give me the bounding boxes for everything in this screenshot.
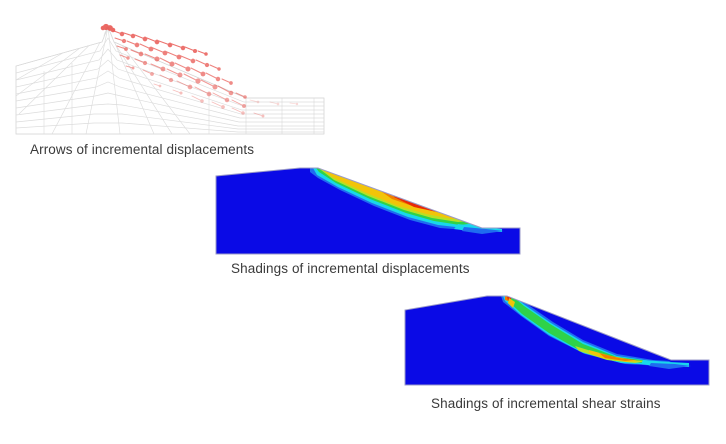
caption-shadings-incremental-shear-strains: Shadings of incremental shear strains bbox=[431, 396, 661, 411]
caption-arrows-incremental-displacements: Arrows of incremental displacements bbox=[30, 142, 255, 157]
shear-strain-contour-svg bbox=[404, 295, 710, 386]
displacement-contour-svg bbox=[215, 167, 521, 255]
caption-shadings-incremental-displacements: Shadings of incremental displacements bbox=[231, 261, 470, 276]
displacement-contour-bands bbox=[216, 168, 520, 254]
incremental-displacement-arrows bbox=[100, 23, 299, 118]
figure-arrows-incremental-displacements bbox=[14, 14, 326, 136]
shear-section-outline bbox=[404, 295, 710, 386]
figure-shadings-incremental-displacements bbox=[214, 166, 522, 256]
figure-shadings-incremental-shear-strains bbox=[403, 288, 711, 388]
shear-contour-bands bbox=[405, 296, 709, 385]
displacement-section-outline bbox=[215, 167, 521, 255]
mesh-vector-plot-svg bbox=[15, 23, 325, 135]
